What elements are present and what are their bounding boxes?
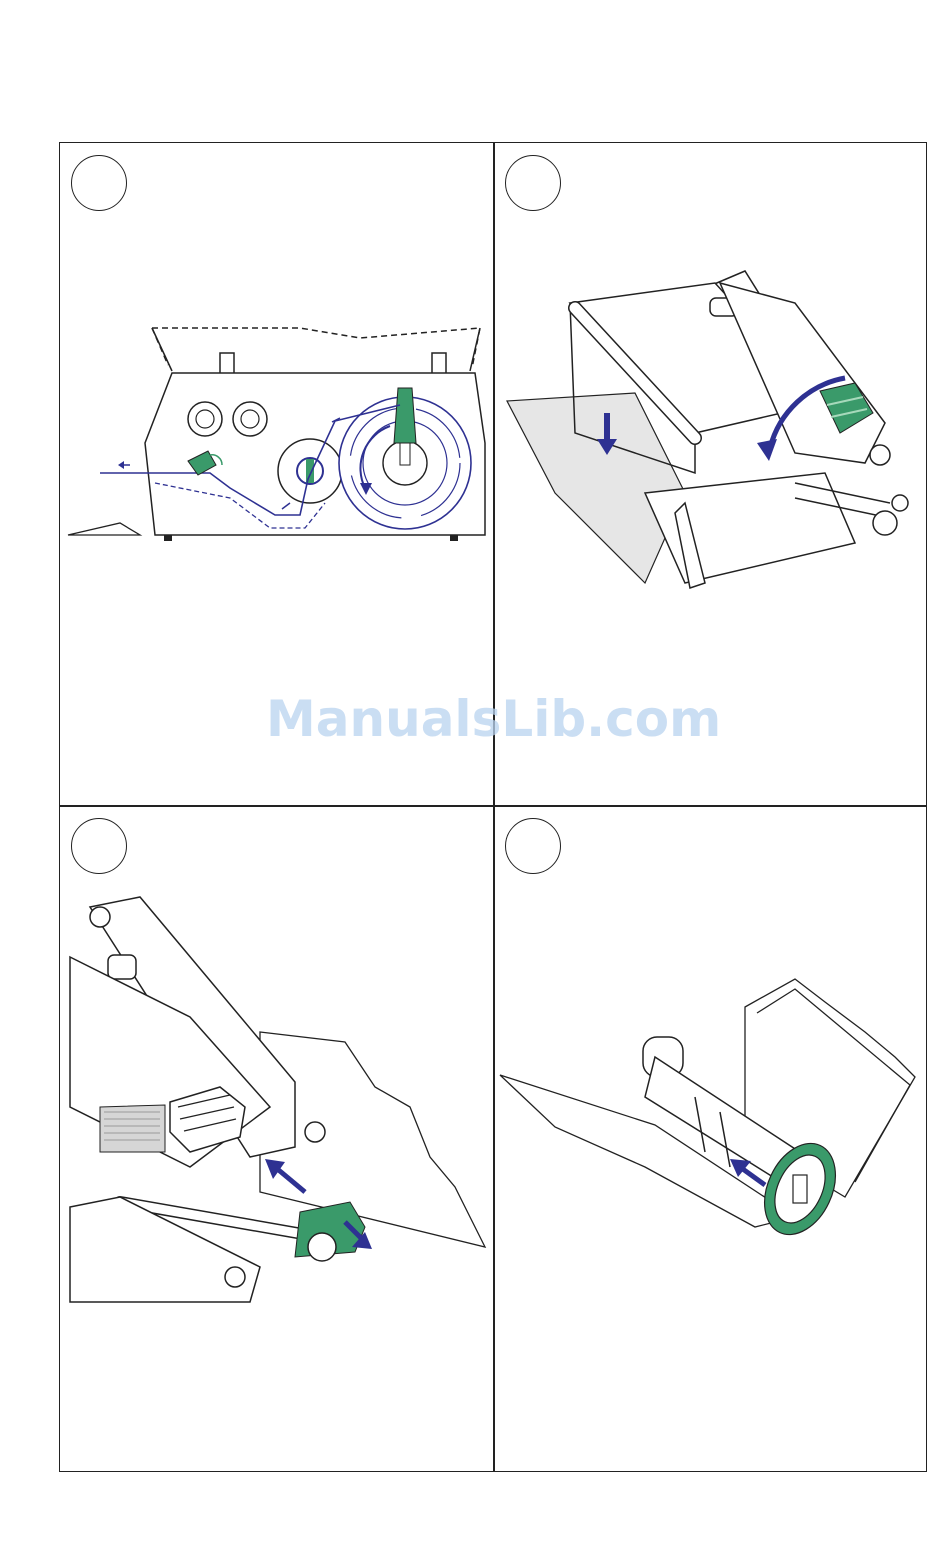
watermark-text: ManualsLib.com [266, 690, 696, 748]
media-guide-adjustment-icon [60, 807, 492, 1471]
media-supply-hub-icon [495, 807, 926, 1471]
panel-step-3 [60, 807, 492, 1471]
panel-step-4 [495, 807, 926, 1471]
